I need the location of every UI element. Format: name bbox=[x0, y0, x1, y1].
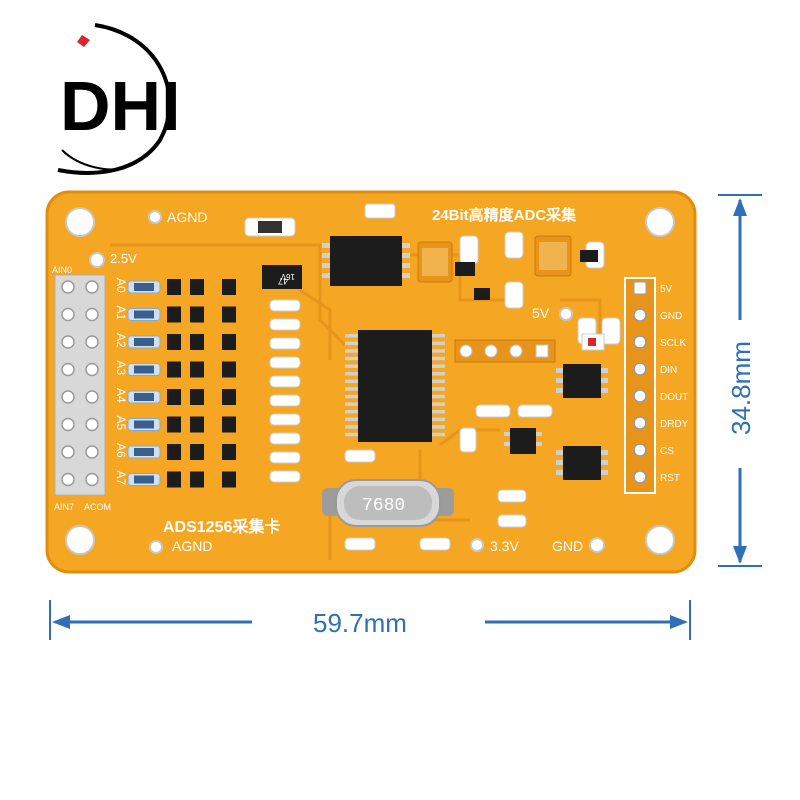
ain-pin bbox=[85, 307, 99, 322]
svg-text:16V: 16V bbox=[280, 272, 295, 281]
mounting-hole-icon bbox=[65, 207, 675, 555]
brand-logo: DHI bbox=[57, 23, 181, 175]
channel-label: A3 bbox=[114, 361, 128, 376]
ain-pin bbox=[61, 307, 75, 322]
logo-accent-icon bbox=[77, 35, 90, 47]
ain-pin bbox=[85, 445, 99, 459]
ain-pin bbox=[61, 280, 75, 294]
crystal-oscillator: 7680 bbox=[322, 479, 454, 527]
header-pin bbox=[633, 335, 647, 349]
tantalum-capacitor: 47 16V bbox=[262, 265, 302, 289]
analog-input-pins bbox=[61, 280, 99, 487]
ain-pin bbox=[61, 362, 75, 377]
ain-pin bbox=[85, 335, 99, 349]
ain-pin bbox=[61, 417, 75, 432]
ain-pin bbox=[85, 472, 99, 487]
ain-pin bbox=[61, 390, 75, 404]
acom-label: ACOM bbox=[84, 502, 111, 512]
header-pin bbox=[633, 416, 647, 430]
input-filter-components bbox=[127, 279, 236, 488]
agnd-top-label: AGND bbox=[167, 209, 207, 225]
smd-pad bbox=[269, 356, 301, 369]
header-pin-label: DRDY bbox=[660, 419, 689, 430]
v5-label: 5V bbox=[532, 305, 550, 321]
channel-label: A5 bbox=[114, 416, 128, 431]
v33-label: 3.3V bbox=[490, 538, 519, 554]
channel-label: A0 bbox=[114, 278, 128, 293]
ain0-label: AIN0 bbox=[52, 265, 72, 275]
ain-pin bbox=[61, 445, 75, 459]
header-pin-label: 5V bbox=[660, 284, 673, 295]
gnd-bottom-label: GND bbox=[552, 538, 583, 554]
header-pin-label: RST bbox=[660, 473, 680, 484]
agnd-bottom-label: AGND bbox=[172, 538, 212, 554]
board-title: 24Bit高精度ADC采集 bbox=[432, 206, 577, 224]
header-pin bbox=[633, 281, 647, 295]
smd-pad bbox=[269, 451, 301, 464]
header-pin-label: DIN bbox=[660, 365, 677, 376]
pcb-board: AGND 24Bit高精度ADC采集 2.5V AIN0 AIN7 ACOM A… bbox=[45, 190, 697, 574]
smd-pad bbox=[269, 337, 301, 350]
ain-pin bbox=[85, 390, 99, 404]
ain-pin bbox=[61, 335, 75, 349]
board-name: ADS1256采集卡 bbox=[163, 517, 280, 536]
header-pin-label: CS bbox=[660, 446, 674, 457]
analog-input-header bbox=[54, 274, 106, 496]
width-label: 59.7mm bbox=[313, 608, 407, 638]
channel-label: A7 bbox=[114, 471, 128, 486]
jumper-header bbox=[454, 339, 556, 363]
ain-pin bbox=[85, 280, 99, 294]
crystal-label: 7680 bbox=[362, 496, 405, 516]
ain7-label: AIN7 bbox=[54, 502, 74, 512]
header-pin bbox=[633, 389, 647, 403]
header-pin bbox=[633, 470, 647, 484]
ain-pin bbox=[85, 417, 99, 432]
smd-pad bbox=[269, 299, 301, 312]
channel-label: A1 bbox=[114, 306, 128, 321]
channel-label: A4 bbox=[114, 388, 128, 403]
smd-pad bbox=[269, 375, 301, 388]
ain-pin bbox=[85, 362, 99, 377]
height-dimension: 34.8mm bbox=[718, 194, 762, 567]
smd-pad bbox=[269, 318, 301, 331]
adc-chip bbox=[345, 330, 445, 442]
channel-label: A2 bbox=[114, 333, 128, 348]
ain-pin bbox=[61, 472, 75, 487]
height-label: 34.8mm bbox=[726, 341, 756, 435]
smd-pad bbox=[269, 432, 301, 445]
smd-pad bbox=[269, 394, 301, 407]
header-pin bbox=[633, 308, 647, 322]
header-pin-label: GND bbox=[660, 311, 682, 322]
header-pin-label: SCLK bbox=[660, 338, 686, 349]
header-pin bbox=[633, 443, 647, 457]
smd-pad-column bbox=[269, 299, 301, 483]
interface-header-pins: 5V GND SCLK DIN DOUT DRDY CS RST bbox=[633, 281, 689, 484]
v25-label: 2.5V bbox=[110, 251, 137, 266]
regulator-chip bbox=[322, 236, 410, 286]
channel-label: A6 bbox=[114, 443, 128, 458]
logo-text: DHI bbox=[60, 67, 181, 145]
svg-text:47: 47 bbox=[278, 276, 288, 286]
smd-pad bbox=[269, 413, 301, 426]
header-pin bbox=[633, 362, 647, 376]
width-dimension: 59.7mm bbox=[49, 600, 691, 640]
smd-pad bbox=[269, 470, 301, 483]
header-pin-label: DOUT bbox=[660, 392, 688, 403]
